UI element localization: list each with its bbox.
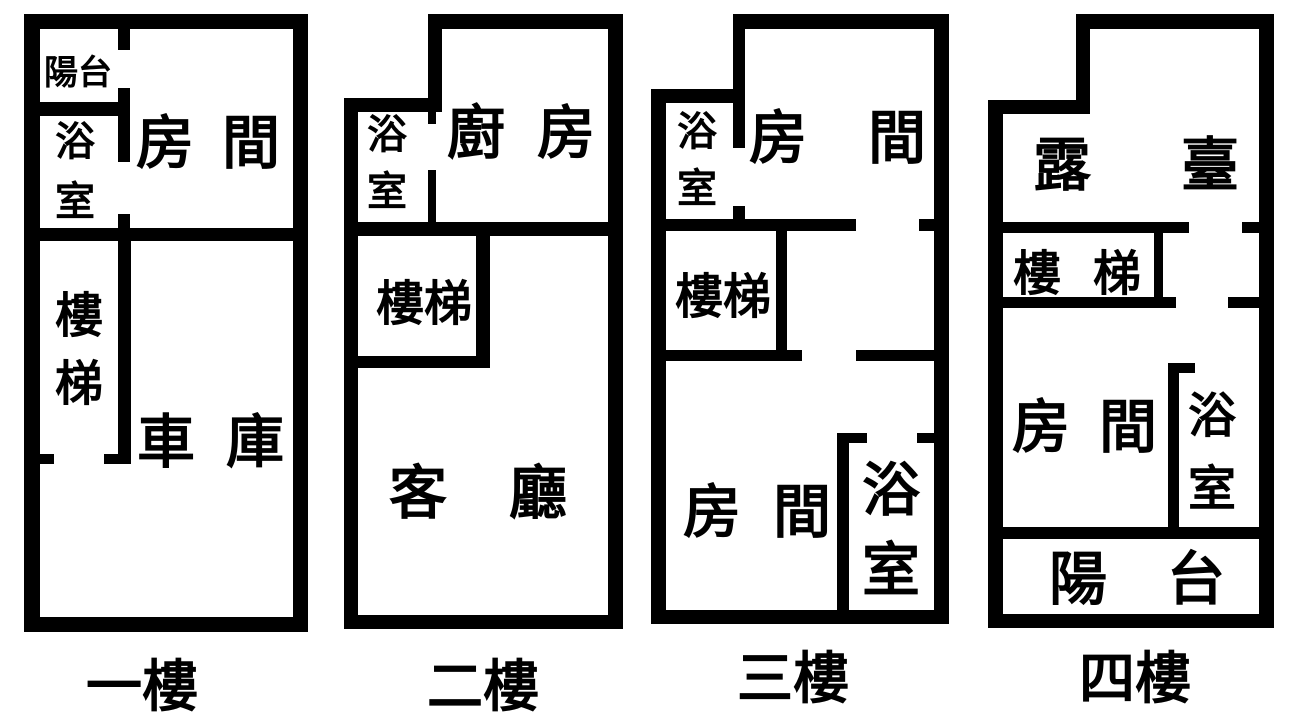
floor-1-stair-label-2: 梯 (55, 356, 103, 412)
floor-1-room-label-2: 間 (222, 109, 280, 177)
floor-4-plan: 露 臺 樓 梯 房 間 浴 室 陽 台 四樓 (988, 14, 1274, 712)
floor-1-walls (24, 14, 308, 632)
floor-3-room-bottom-label-1: 房 (683, 478, 741, 546)
floor-1-plan: 陽台 浴 室 房 間 樓 梯 車 庫 一樓 (24, 14, 308, 718)
floor-4-bath-label-2: 室 (1188, 461, 1236, 517)
floor-4-room-label-2: 間 (1099, 393, 1157, 461)
floor-3-walls (651, 14, 949, 624)
floor-3-room-top-label-1: 房 (749, 104, 807, 172)
floor-4-balcony-label-1: 陽 (1049, 545, 1107, 613)
floor-1-stair-label-1: 樓 (55, 288, 103, 344)
floor-2-living-label-1: 客 (389, 459, 447, 527)
floor-4-bath-label-1: 浴 (1188, 388, 1237, 444)
floor-3-stairs-label: 樓梯 (675, 269, 771, 325)
floor-2-plan: 浴 室 廚 房 樓梯 客 廳 二樓 (344, 14, 623, 718)
floor-2-bath-label-1: 浴 (367, 112, 408, 158)
floor-2-kitchen-label-2: 房 (537, 99, 595, 167)
floor-1-room-label-1: 房 (136, 109, 194, 177)
floor-3-bath-bottom-label-2: 室 (862, 536, 920, 604)
floor-4-terrace-label-2: 臺 (1181, 131, 1239, 199)
floor-4-stair-label-1: 樓 (1013, 246, 1061, 302)
floor-1-bath-label-1: 浴 (55, 119, 96, 165)
floor-1-bath-label-2: 室 (55, 179, 95, 225)
floor-3-room-bottom-label-2: 間 (773, 478, 831, 546)
floor-2-bath-label-2: 室 (367, 169, 407, 215)
floor-3-caption: 三樓 (737, 647, 849, 712)
floor-2-walls (344, 14, 623, 629)
floor-1-garage-label-2: 庫 (226, 408, 284, 476)
floor-3-bath-top-label-1: 浴 (677, 109, 718, 155)
floor-2-stairs-label: 樓梯 (376, 276, 472, 332)
floor-3-room-top-label-2: 間 (868, 104, 926, 172)
floor-2-living-label-2: 廳 (509, 459, 567, 527)
floor-4-terrace-label-1: 露 (1033, 131, 1092, 199)
floor-3-bath-top-label-2: 室 (677, 166, 717, 212)
floor-1-caption: 一樓 (86, 655, 198, 718)
floor-1-garage-label-1: 車 (137, 408, 195, 476)
floor-4-balcony-label-2: 台 (1167, 545, 1225, 613)
floor-2-kitchen-label-1: 廚 (447, 99, 505, 167)
floor-4-caption: 四樓 (1079, 647, 1191, 712)
floor-4-room-label-1: 房 (1012, 393, 1070, 461)
floor-4-walls (988, 14, 1274, 628)
floor-3-bath-bottom-label-1: 浴 (862, 456, 921, 524)
floor-4-stair-label-2: 梯 (1093, 246, 1141, 302)
floor-3-plan: 浴 室 房 間 樓梯 房 間 浴 室 三樓 (651, 14, 949, 712)
floor-1-balcony-label: 陽台 (44, 53, 112, 93)
floor-2-caption: 二樓 (427, 655, 539, 718)
